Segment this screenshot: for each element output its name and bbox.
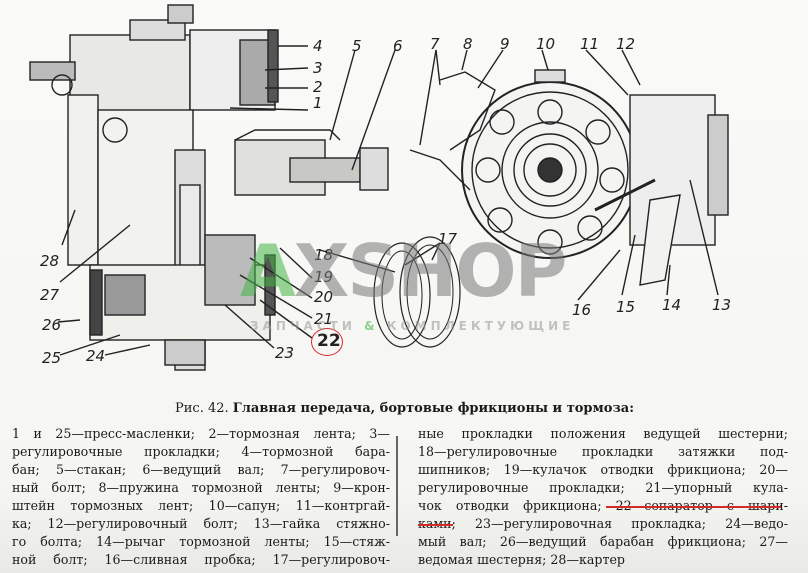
legend-line: регулировочные прокладки; 4—тормозной ба… [12,444,390,459]
figure-title: Главная передача, бортовые фрикционы и т… [232,401,634,416]
legend-line: 1 и 25—пресс-масленки; 2—тормозная лента… [12,426,390,441]
legend-line: ный болт; 8—пружина тормозной ленты; 9—к… [12,480,390,495]
callout-3: 3 [313,59,323,77]
callout-27: 27 [40,286,60,304]
legend-line: мый вал; 26—ведущий барабан фрикциона; 2… [418,534,788,549]
callout-18: 18 [314,246,334,264]
column-divider [396,436,398,536]
legend-line: регулировочные прокладки; 21—упорный кул… [418,480,788,495]
legend-line: шипников; 19—кулачок отводки фрикциона; … [418,462,788,477]
callout-9: 9 [500,35,510,53]
callout-14: 14 [662,296,682,314]
callout-25: 25 [42,349,62,367]
legend-line-highlighted: ками; 23—регулировочная прокладка; 24—ве… [418,516,788,531]
technical-drawing: 1 2 3 4 5 6 7 8 9 10 11 12 13 14 15 16 1… [29,4,732,371]
legend-column-right: ные прокладки положения ведущей шестерни… [418,425,788,569]
callout-23: 23 [275,344,295,362]
red-underline-item-22 [606,506,781,508]
legend-line: го болта; 14—рычаг тормозной ленты; 15—с… [12,534,390,549]
callout-12: 12 [616,35,636,53]
callout-7: 7 [430,35,440,53]
callout-5: 5 [352,37,362,55]
callout-26: 26 [42,316,62,334]
callout-11: 11 [580,35,600,53]
legend-line: ной болт; 16—сливная пробка; 17—регулиро… [12,552,390,567]
red-underline-item-22-cont [418,524,453,526]
callout-16: 16 [572,301,592,319]
figure-caption-title: Рис. 42. Главная передача, бортовые фрик… [175,401,634,416]
legend-line-highlighted: чок отводки фрикциона; 22—сепаратор с ша… [418,498,788,513]
red-highlight-circle [311,328,343,356]
callout-17: 17 [438,230,458,248]
callout-20: 20 [314,288,334,306]
callout-19: 19 [314,268,334,286]
figure-number: Рис. 42. [175,401,229,416]
callout-1: 1 [313,94,323,112]
legend-line: ные прокладки положения ведущей шестерни… [418,426,788,441]
legend-line: 18—регулировочные прокладки затяжки под- [418,444,788,459]
callout-2: 2 [313,78,323,96]
callout-10: 10 [536,35,556,53]
legend-line: ведомая шестерня; 28—картер [418,552,625,567]
callout-21: 21 [314,310,334,328]
transmission-cross-section-drawing [29,4,729,371]
legend-line: штейн тормозных лент; 10—сапун; 11—контр… [12,498,390,513]
callout-4: 4 [313,37,323,55]
callout-6: 6 [393,37,403,55]
legend-column-left: 1 и 25—пресс-масленки; 2—тормозная лента… [12,425,390,569]
legend-line: ка; 12—регулировочный болт; 13—гайка стя… [12,516,390,531]
legend-line: бан; 5—стакан; 6—ведущий вал; 7—регулиро… [12,462,390,477]
callout-15: 15 [616,298,636,316]
callout-13: 13 [712,296,732,314]
callout-28: 28 [40,252,60,270]
callout-8: 8 [463,35,473,53]
callout-24: 24 [86,347,106,365]
